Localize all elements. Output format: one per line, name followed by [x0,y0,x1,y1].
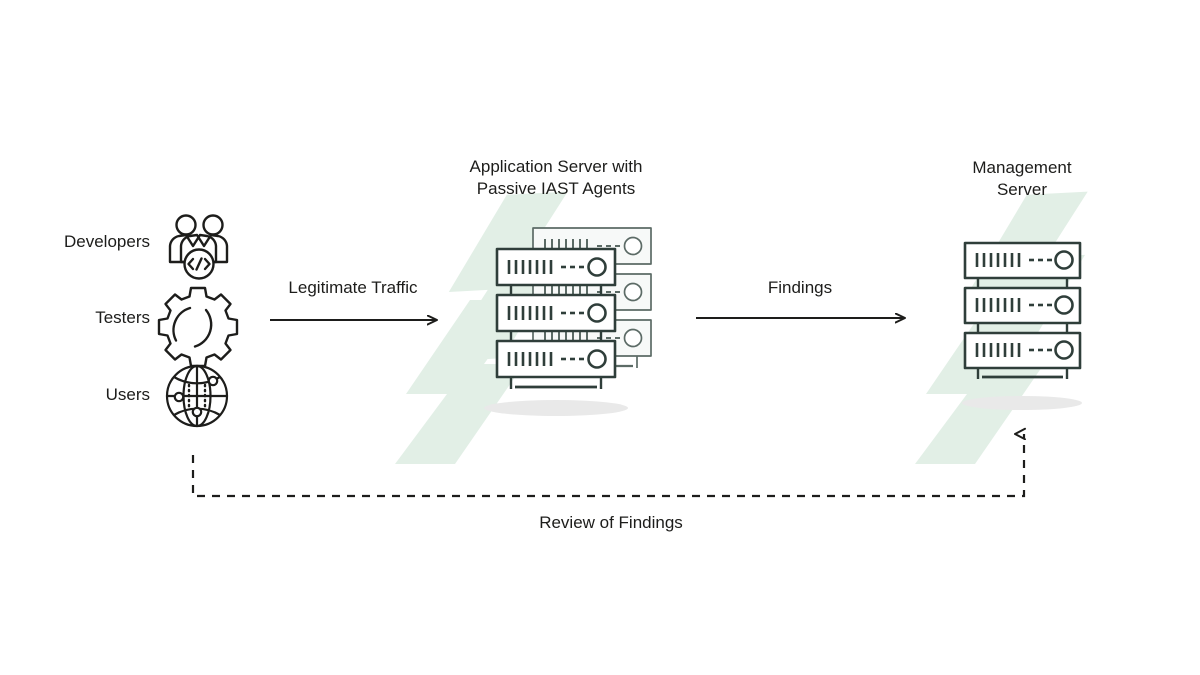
app-server-title-line2: Passive IAST Agents [476,179,636,198]
management-server-title-line1: Management [972,158,1072,177]
connector-label-findings: Findings [767,278,833,297]
actor-label-developers: Developers [64,232,150,251]
app-server-shadow [484,400,628,416]
connector-label-review-of-findings: Review of Findings [539,513,683,532]
actor-label-users: Users [105,385,150,404]
app-server-front-rack-icon [495,247,617,389]
review-of-findings-dashed-path [191,434,1024,498]
app-server-title: Application Server with Passive IAST Age… [436,156,676,200]
globe-network-icon [165,364,229,428]
connector-label-legitimate-traffic: Legitimate Traffic [288,278,418,297]
management-server-title: Management Server [922,157,1122,201]
app-server-title-line1: Application Server with [469,157,643,176]
actor-label-testers: Testers [95,308,150,327]
developers-team-code-icon [168,214,229,280]
management-server-rack-icon [963,241,1082,379]
management-server-shadow [962,396,1082,410]
management-server-title-line2: Server [996,180,1048,199]
